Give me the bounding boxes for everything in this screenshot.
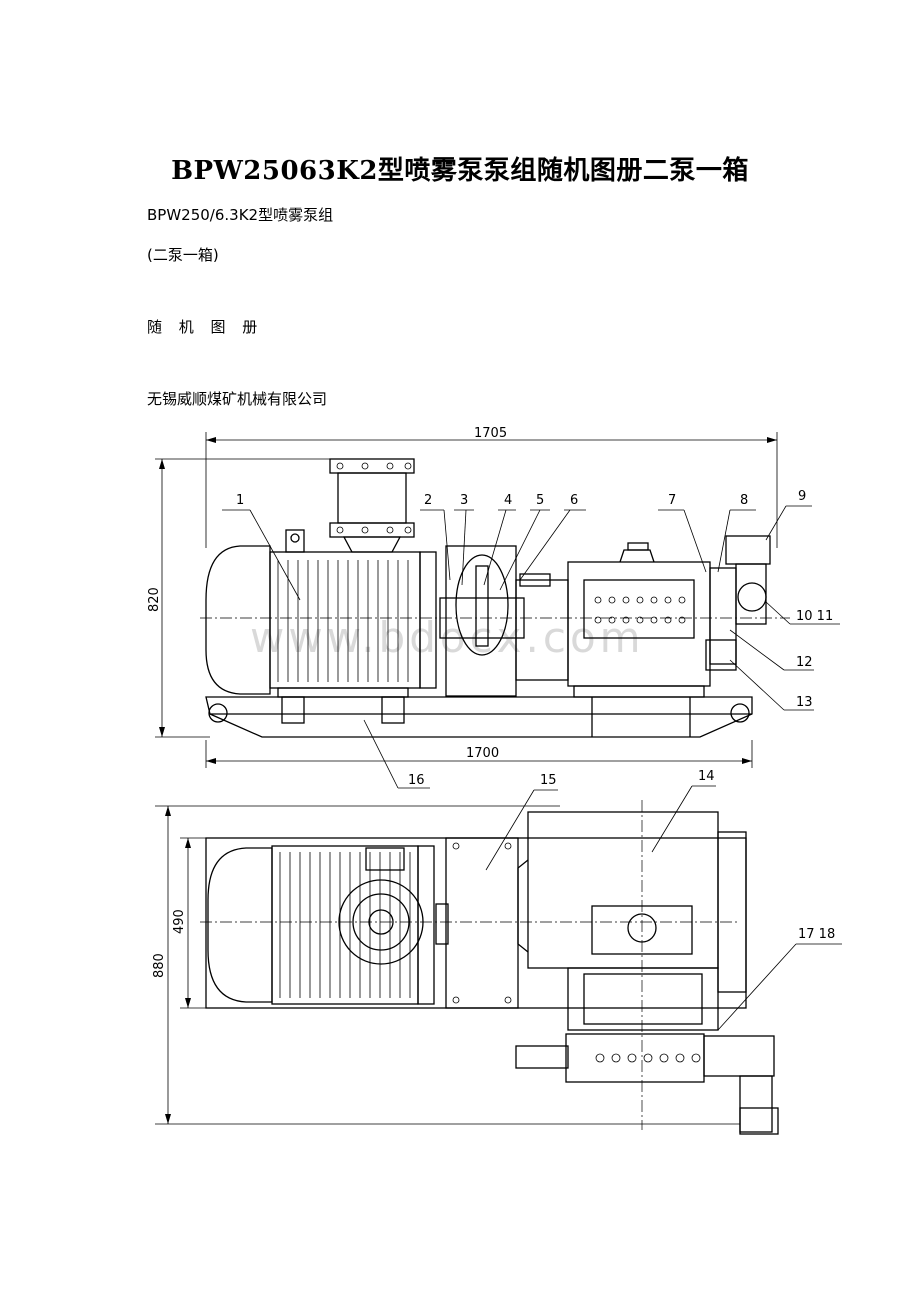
subtitle-manual: 随 机 图 册: [147, 318, 264, 336]
subtitle-model: BPW250/6.3K2型喷雾泵组: [147, 206, 334, 224]
dim-top-1705: 1705: [474, 426, 507, 441]
callout-6: 6: [570, 493, 578, 508]
dim-outer-880: 880: [152, 953, 167, 978]
callout-15: 15: [540, 773, 557, 788]
company-name: 无锡威顺煤矿机械有限公司: [147, 390, 328, 408]
document-title: BPW25063K2型喷雾泵泵组随机图册二泵一箱: [171, 156, 749, 186]
callout-2: 2: [424, 493, 432, 508]
top-view: 880 490: [152, 800, 779, 1135]
callout-12: 12: [796, 655, 813, 670]
dim-left-820: 820: [147, 587, 162, 612]
callout-16: 16: [408, 773, 425, 788]
callout-3: 3: [460, 493, 468, 508]
top-view-callouts: 15 14 17 18: [485, 769, 842, 1031]
callout-17-18: 17 18: [798, 927, 835, 942]
callout-5: 5: [536, 493, 544, 508]
dim-bottom-1700: 1700: [466, 746, 499, 761]
callout-13: 13: [796, 695, 813, 710]
side-view: 1705 820 1700: [147, 426, 790, 768]
callout-4: 4: [504, 493, 512, 508]
subtitle-config: (二泵一箱): [147, 246, 219, 264]
callout-8: 8: [740, 493, 748, 508]
callout-1: 1: [236, 493, 244, 508]
side-view-callouts: 1 2 3 4 5 6 7 8 9 10 11 12 13 16: [222, 489, 840, 789]
callout-14: 14: [698, 769, 715, 784]
callout-10-11: 10 11: [796, 609, 833, 624]
dim-inner-490: 490: [172, 909, 187, 934]
callout-7: 7: [668, 493, 676, 508]
callout-9: 9: [798, 489, 806, 504]
